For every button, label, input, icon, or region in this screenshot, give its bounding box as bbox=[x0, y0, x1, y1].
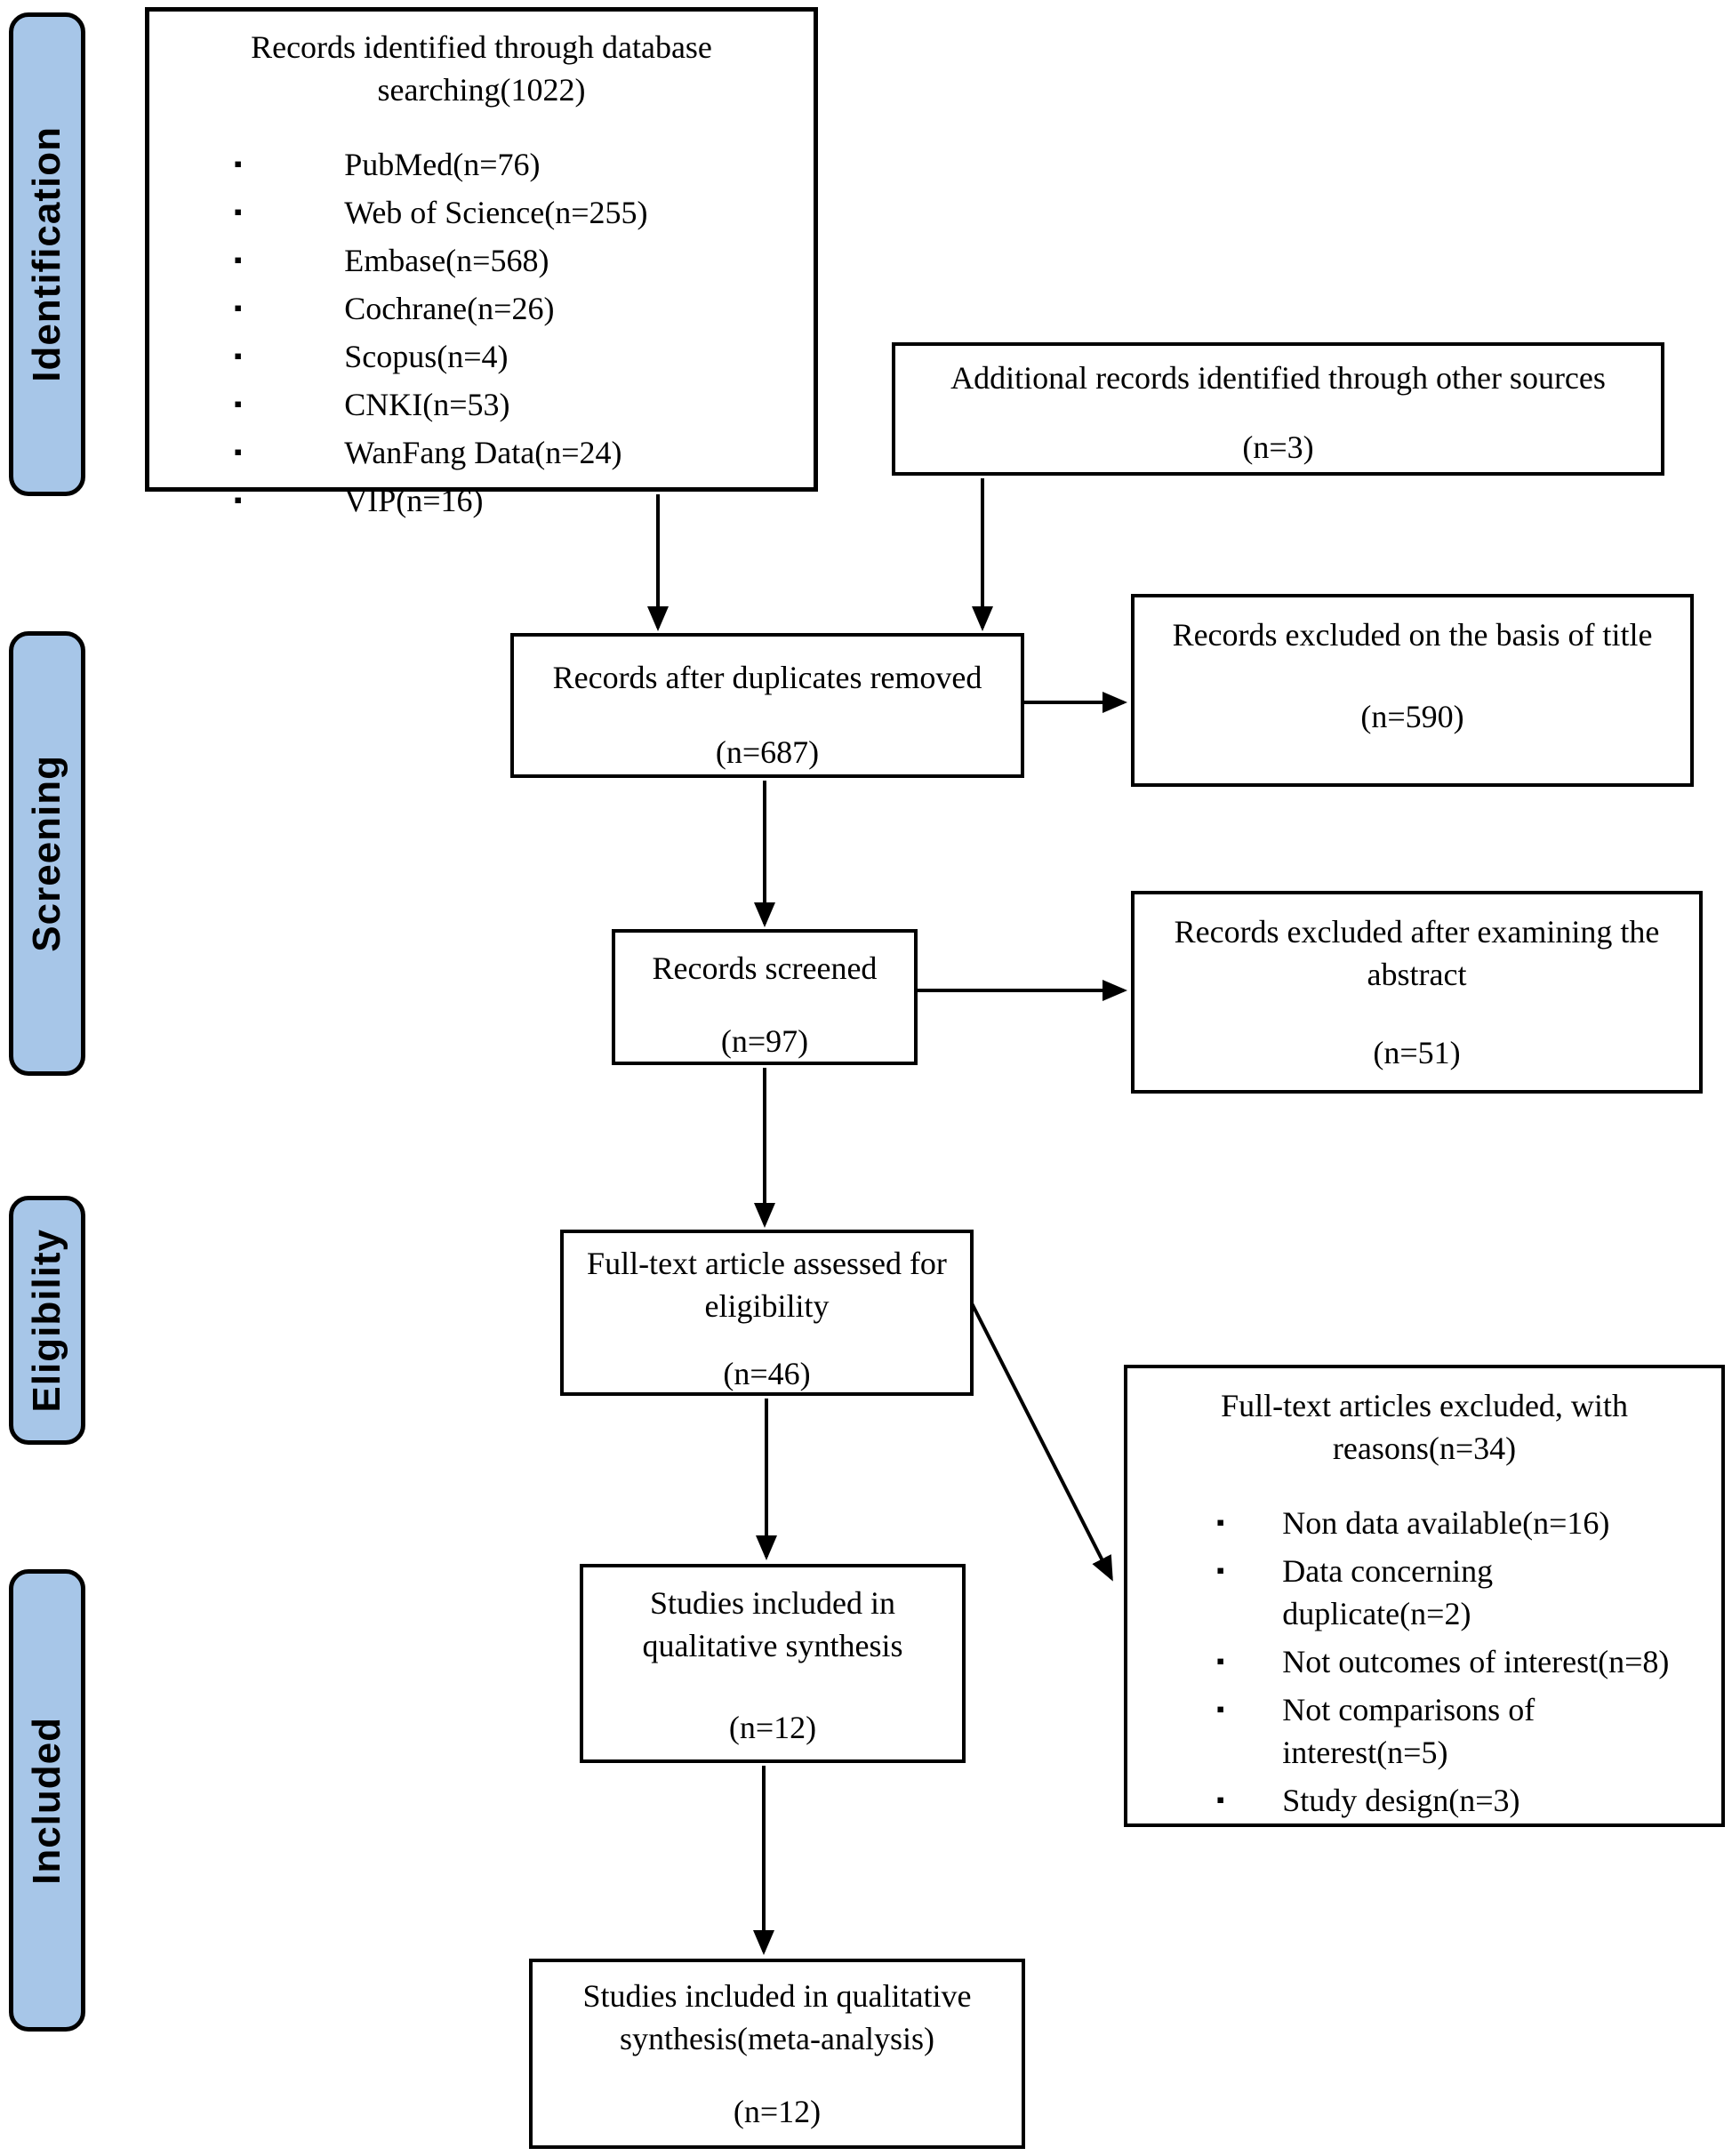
box-records-excluded-title-count: (n=590) bbox=[1360, 699, 1464, 734]
list-item-label: Not comparisons of interest(n=5) bbox=[1282, 1692, 1536, 1770]
box-additional-records-text: Additional records identified through ot… bbox=[950, 360, 1606, 396]
box-records-identified-title: Records identified through database sear… bbox=[251, 29, 712, 108]
square-bullet-icon: ▪ bbox=[234, 247, 243, 273]
box-records-excluded-abstract-count: (n=51) bbox=[1373, 1035, 1461, 1070]
stage-label-included: Included bbox=[25, 1716, 68, 1885]
list-item: ▪ PubMed(n=76) bbox=[234, 143, 814, 186]
box-records-identified: Records identified through database sear… bbox=[145, 7, 818, 518]
list-item-label: Non data available(n=16) bbox=[1282, 1505, 1610, 1541]
list-item: ▪ Data concerning duplicate(n=2) bbox=[1216, 1550, 1721, 1635]
list-item: ▪ Web of Science(n=255) bbox=[234, 191, 814, 234]
list-item-label: Not outcomes of interest(n=8) bbox=[1282, 1644, 1670, 1679]
square-bullet-icon: ▪ bbox=[1216, 1510, 1225, 1535]
box-fulltext-excluded: Full-text articles excluded, with reason… bbox=[1124, 1365, 1725, 1827]
list-item: ▪ Scopus(n=4) bbox=[234, 335, 814, 378]
square-bullet-icon: ▪ bbox=[1216, 1558, 1225, 1583]
square-bullet-icon: ▪ bbox=[1216, 1648, 1225, 1674]
list-item-label: VIP(n=16) bbox=[344, 483, 484, 518]
box-meta-analysis-count: (n=12) bbox=[733, 2094, 822, 2129]
box-fulltext-excluded-title: Full-text articles excluded, with reason… bbox=[1221, 1388, 1628, 1466]
stage-label-eligibility: Eligibility bbox=[25, 1228, 68, 1413]
box-meta-analysis-text: Studies included in qualitative synthesi… bbox=[582, 1978, 972, 2056]
stage-label-identification: Identification bbox=[25, 126, 68, 382]
box-additional-records-count: (n=3) bbox=[1242, 429, 1314, 465]
square-bullet-icon: ▪ bbox=[234, 151, 243, 177]
list-item: ▪ CNKI(n=53) bbox=[234, 383, 814, 426]
list-item: ▪ WanFang Data(n=24) bbox=[234, 431, 814, 474]
square-bullet-icon: ▪ bbox=[234, 439, 243, 465]
list-item-label: Web of Science(n=255) bbox=[344, 195, 648, 230]
box-qualitative-synthesis: Studies included in qualitative synthesi… bbox=[580, 1564, 966, 1763]
square-bullet-icon: ▪ bbox=[234, 487, 243, 513]
list-item-label: WanFang Data(n=24) bbox=[344, 435, 622, 470]
list-item: ▪ Not outcomes of interest(n=8) bbox=[1216, 1640, 1721, 1683]
box-records-screened-count: (n=97) bbox=[720, 1023, 809, 1059]
box-records-excluded-title-text: Records excluded on the basis of title bbox=[1172, 617, 1653, 653]
square-bullet-icon: ▪ bbox=[1216, 1696, 1225, 1722]
box-fulltext-assessed-text: Full-text article assessed for eligibili… bbox=[587, 1246, 947, 1324]
list-item-label: Study design(n=3) bbox=[1282, 1783, 1520, 1818]
records-identified-source-list: ▪ PubMed(n=76) ▪ Web of Science(n=255) ▪… bbox=[149, 143, 814, 522]
stage-bar-eligibility: Eligibility bbox=[9, 1196, 85, 1445]
list-item-label: Scopus(n=4) bbox=[344, 339, 509, 374]
box-qualitative-synthesis-count: (n=12) bbox=[728, 1710, 817, 1745]
box-meta-analysis: Studies included in qualitative synthesi… bbox=[529, 1959, 1025, 2149]
list-item-label: PubMed(n=76) bbox=[344, 147, 541, 182]
box-duplicates-removed: Records after duplicates removed (n=687) bbox=[510, 633, 1024, 778]
box-records-screened-text: Records screened bbox=[652, 950, 878, 986]
list-item-label: Data concerning duplicate(n=2) bbox=[1282, 1553, 1494, 1631]
list-item: ▪ VIP(n=16) bbox=[234, 479, 814, 522]
box-records-excluded-abstract: Records excluded after examining the abs… bbox=[1131, 891, 1703, 1094]
stage-bar-identification: Identification bbox=[9, 12, 85, 496]
stage-bar-screening: Screening bbox=[9, 631, 85, 1076]
box-records-excluded-title: Records excluded on the basis of title (… bbox=[1131, 594, 1694, 787]
list-item-label: Embase(n=568) bbox=[344, 243, 549, 278]
box-records-screened: Records screened (n=97) bbox=[612, 929, 918, 1065]
box-duplicates-removed-count: (n=687) bbox=[715, 734, 820, 770]
box-fulltext-assessed: Full-text article assessed for eligibili… bbox=[560, 1230, 974, 1396]
fulltext-excluded-reason-list: ▪ Non data available(n=16) ▪ Data concer… bbox=[1127, 1502, 1721, 1822]
stage-bar-included: Included bbox=[9, 1569, 85, 2032]
square-bullet-icon: ▪ bbox=[234, 199, 243, 225]
connector-fulltext-to-excluded-reasons-arrow bbox=[970, 1302, 1113, 1582]
list-item: ▪ Non data available(n=16) bbox=[1216, 1502, 1721, 1544]
list-item: ▪ Study design(n=3) bbox=[1216, 1779, 1721, 1822]
square-bullet-icon: ▪ bbox=[234, 295, 243, 321]
box-qualitative-synthesis-text: Studies included in qualitative synthesi… bbox=[642, 1585, 903, 1663]
list-item: ▪ Not comparisons of interest(n=5) bbox=[1216, 1688, 1721, 1774]
list-item-label: CNKI(n=53) bbox=[344, 387, 510, 422]
box-fulltext-assessed-count: (n=46) bbox=[723, 1356, 811, 1391]
stage-label-screening: Screening bbox=[25, 755, 68, 952]
list-item: ▪ Cochrane(n=26) bbox=[234, 287, 814, 330]
list-item: ▪ Embase(n=568) bbox=[234, 239, 814, 282]
square-bullet-icon: ▪ bbox=[234, 343, 243, 369]
square-bullet-icon: ▪ bbox=[1216, 1787, 1225, 1813]
list-item-label: Cochrane(n=26) bbox=[344, 291, 555, 326]
square-bullet-icon: ▪ bbox=[234, 391, 243, 417]
box-additional-records: Additional records identified through ot… bbox=[892, 342, 1664, 476]
box-records-excluded-abstract-text: Records excluded after examining the abs… bbox=[1174, 914, 1660, 992]
box-duplicates-removed-text: Records after duplicates removed bbox=[552, 660, 982, 695]
